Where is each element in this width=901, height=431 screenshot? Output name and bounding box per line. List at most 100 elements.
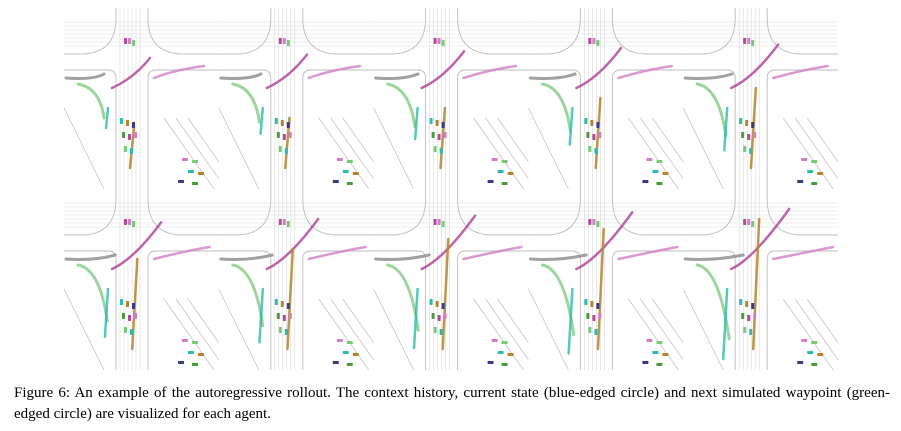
agent-vehicle [656,160,662,163]
agent-vehicle [287,122,290,128]
agent-vehicle [753,313,756,319]
agent-vehicle [801,158,807,161]
agent-vehicle [652,351,658,354]
agent-vehicle [739,299,742,305]
road-boundary [219,8,271,54]
road-boundary [219,189,271,235]
agent-trail [530,74,575,79]
agent-vehicle [646,158,652,161]
road-boundary [628,118,678,189]
agent-vehicle [741,132,744,138]
agent-vehicle [751,122,754,128]
agent-trail [576,48,621,88]
map-panel [528,189,702,370]
agent-trail [309,66,360,78]
agent-trail [753,219,759,349]
road-boundary [498,299,548,370]
map-panel [528,8,702,189]
agent-vehicle [492,339,498,342]
agent-vehicle [182,158,188,161]
road-boundary [219,289,259,370]
road-boundary [807,299,838,370]
agent-vehicle [120,118,123,124]
road-boundary [528,189,580,235]
agent-vehicle [128,315,131,321]
agent-vehicle [132,221,135,227]
figure-label: Figure 6: [14,385,70,401]
map-panel [683,189,838,370]
agent-vehicle [656,363,662,366]
road-boundary [498,118,548,189]
map-panel [374,189,548,370]
road-boundary [474,118,524,189]
agent-vehicle [749,148,752,154]
agent-vehicle [192,182,198,185]
road-boundary [188,118,238,189]
road-boundary [767,189,838,235]
agent-vehicle [285,329,288,335]
agent-trail [388,265,419,330]
agent-vehicle [124,219,127,225]
agent-vehicle [811,160,817,163]
agent-vehicle [122,313,125,319]
agent-trail [697,84,726,136]
agent-vehicle [124,327,127,333]
road-boundary [652,299,702,370]
agent-vehicle [749,329,752,335]
agent-vehicle [442,221,445,227]
agent-trail [221,255,272,260]
agent-vehicle [438,134,441,140]
road-boundary [612,251,683,370]
map-panel [219,8,393,189]
agent-trail [731,45,778,88]
agent-vehicle [436,120,439,126]
agent-vehicle [596,221,599,227]
agent-vehicle [588,146,591,152]
agent-vehicle [652,170,658,173]
agent-vehicle [132,40,135,46]
road-boundary [303,189,374,235]
agent-vehicle [492,158,498,161]
agent-vehicle [289,132,292,138]
road-boundary [331,299,381,370]
map-panel [683,8,838,189]
agent-trail [773,66,827,78]
road-boundary [303,251,374,370]
agent-vehicle [343,351,349,354]
agent-vehicle [751,40,754,46]
agent-vehicle [745,120,748,126]
agent-vehicle [584,118,587,124]
agent-vehicle [751,221,754,227]
agent-trail [618,247,677,259]
agent-trail [618,66,671,78]
agent-vehicle [488,180,494,183]
road-boundary [148,8,219,54]
agent-vehicle [122,132,125,138]
road-boundary [612,8,683,54]
agent-trail [598,229,604,349]
agent-vehicle [434,327,437,333]
agent-vehicle [333,361,339,364]
road-boundary [374,189,426,235]
agent-vehicle [745,301,748,307]
agent-vehicle [590,120,593,126]
agent-vehicle [130,329,133,335]
agent-vehicle [337,158,343,161]
agent-vehicle [275,299,278,305]
road-boundary [374,108,414,189]
agent-vehicle [586,132,589,138]
road-boundary [683,70,735,189]
agent-trail [221,74,261,79]
agent-trail [773,247,833,259]
road-boundary [807,118,838,189]
agent-vehicle [797,180,803,183]
agent-vehicle [347,363,353,366]
rollout-panels-svg [64,8,838,370]
agent-vehicle [128,38,131,44]
road-boundary [343,299,393,370]
agent-trail [542,265,573,335]
agent-vehicle [502,160,508,163]
agent-vehicle [124,38,127,44]
agent-vehicle [588,327,591,333]
agent-vehicle [353,172,359,175]
